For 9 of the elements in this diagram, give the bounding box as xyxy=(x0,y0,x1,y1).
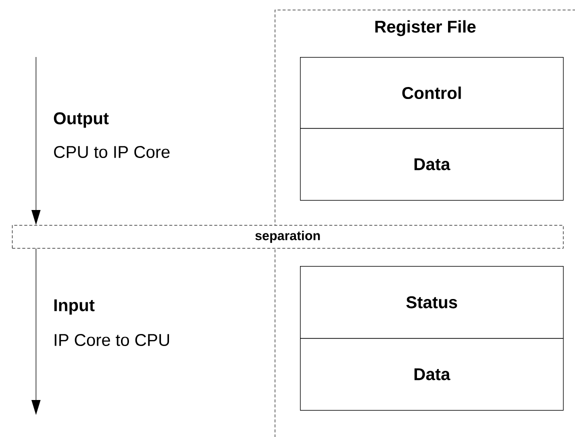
separation-band: separation xyxy=(12,225,564,248)
direction-note: CPU to IP Core xyxy=(54,146,170,158)
register-box: Data xyxy=(300,338,564,411)
register-box: Status xyxy=(300,266,564,339)
direction-note: IP Core to CPU xyxy=(54,334,170,346)
direction-heading: Input xyxy=(54,299,95,315)
register-box: Control xyxy=(300,57,564,129)
direction-heading: Output xyxy=(54,112,109,128)
register-box: Data xyxy=(300,128,564,201)
